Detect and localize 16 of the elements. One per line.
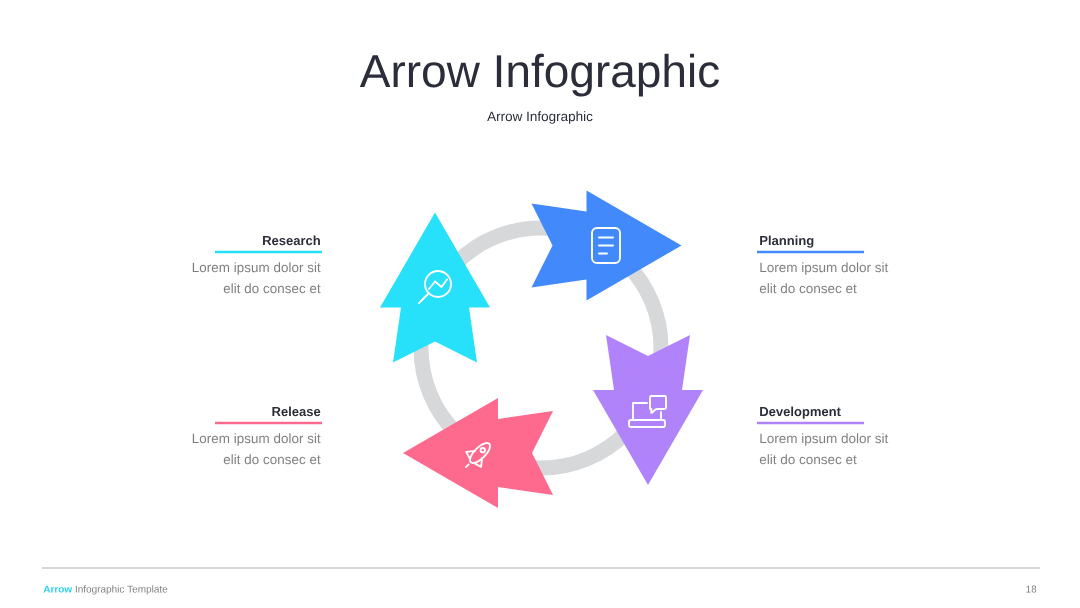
- page-number: 18: [1026, 585, 1037, 593]
- heading: Release: [272, 406, 321, 417]
- footer-text: Arrow Infographic Template: [43, 585, 168, 595]
- subtitle: Arrow Infographic: [487, 111, 593, 124]
- arrow-shape: [380, 212, 490, 363]
- title: Arrow Infographic: [359, 53, 719, 97]
- heading: Planning: [760, 235, 814, 248]
- arrow-shape: [593, 335, 703, 485]
- description-text: Lorem ipsum dolor sit elit do consec et: [759, 433, 889, 465]
- heading: Research: [263, 235, 320, 246]
- heading: Development: [760, 406, 841, 419]
- description-text: Lorem ipsum dolor sit elit do consec et: [759, 262, 889, 294]
- arrow-shape: [531, 190, 682, 301]
- description-text: Lorem ipsum dolor sit elit do consec et: [192, 262, 321, 294]
- description-text: Lorem ipsum dolor sit elit do consec et: [192, 433, 321, 465]
- arrow-shape: [403, 398, 553, 508]
